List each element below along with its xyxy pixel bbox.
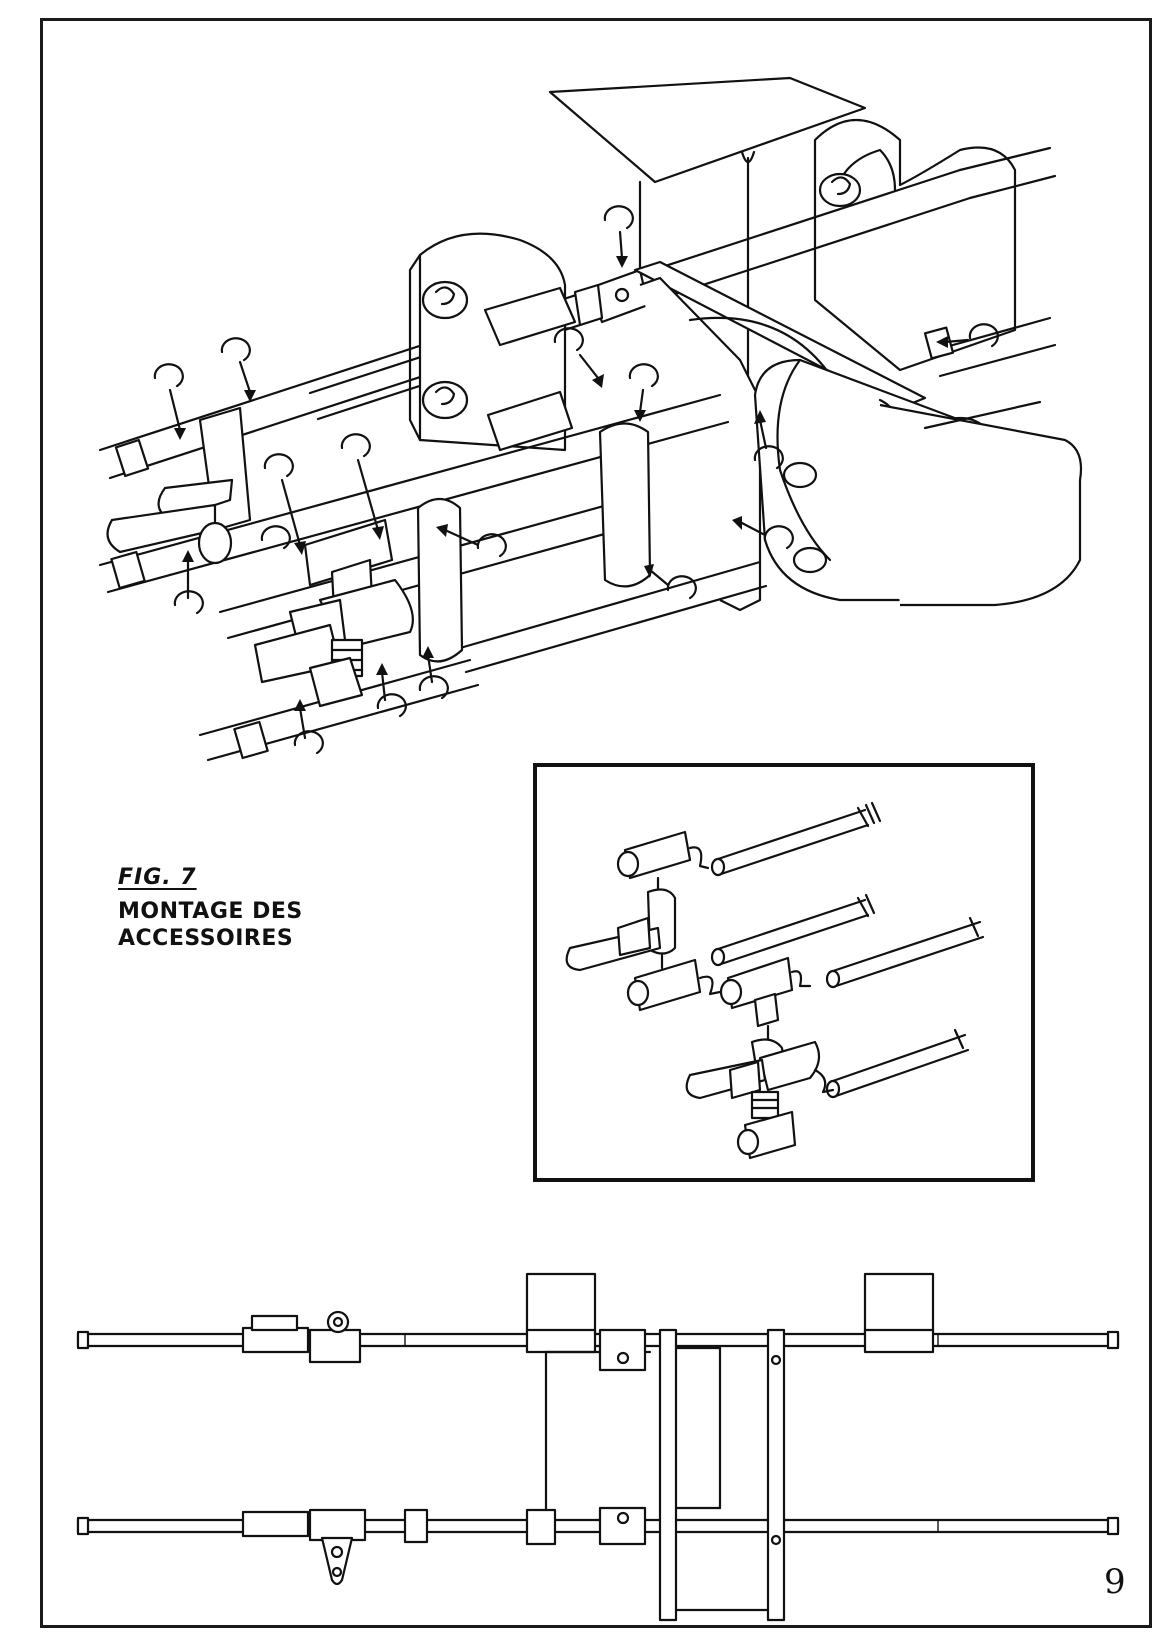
e-clip-icon	[220, 337, 256, 402]
e-clip-icon	[418, 646, 449, 700]
e-clip-icon	[376, 663, 407, 718]
e-clips	[153, 205, 999, 755]
e-clip-icon	[436, 524, 507, 558]
e-clip-icon	[260, 525, 291, 550]
left-bracket-block	[408, 232, 577, 452]
inset-detail-view	[533, 763, 1035, 1182]
e-clip-icon	[644, 564, 697, 600]
e-clip-icon	[628, 363, 659, 422]
right-housing	[879, 316, 1083, 607]
page-frame	[40, 18, 1152, 1628]
plan-view	[76, 1272, 1120, 1622]
e-clip-icon	[153, 363, 186, 440]
e-clip-icon	[340, 433, 384, 540]
page-number: 9	[1104, 1562, 1126, 1602]
small-block-top	[573, 268, 650, 327]
e-clip-icon	[173, 550, 204, 615]
figure-title-line-2: ACCESSOIRES	[118, 926, 294, 951]
e-clip-icon	[553, 327, 604, 388]
cover-plate	[548, 76, 867, 417]
e-clip-icon	[732, 516, 794, 550]
left-fork	[106, 406, 252, 565]
e-clip-icon	[293, 699, 324, 755]
figure-title-line-1: MONTAGE DES	[118, 898, 303, 924]
center-frame	[633, 260, 927, 612]
e-clip-icon	[603, 205, 634, 268]
right-bracket-back	[813, 119, 1017, 372]
tee-rocker-assembly	[253, 518, 414, 708]
e-clip-icon	[263, 453, 306, 555]
figure-number: FIG. 7	[118, 865, 197, 890]
figure-caption: FIG. 7 MONTAGE DES ACCESSOIRES	[118, 864, 303, 953]
upper-rods	[98, 146, 1057, 480]
e-clip-icon	[753, 410, 784, 470]
main-assembly-view	[98, 76, 1083, 762]
e-clip-icon	[936, 323, 999, 348]
front-u-frame	[416, 422, 652, 663]
